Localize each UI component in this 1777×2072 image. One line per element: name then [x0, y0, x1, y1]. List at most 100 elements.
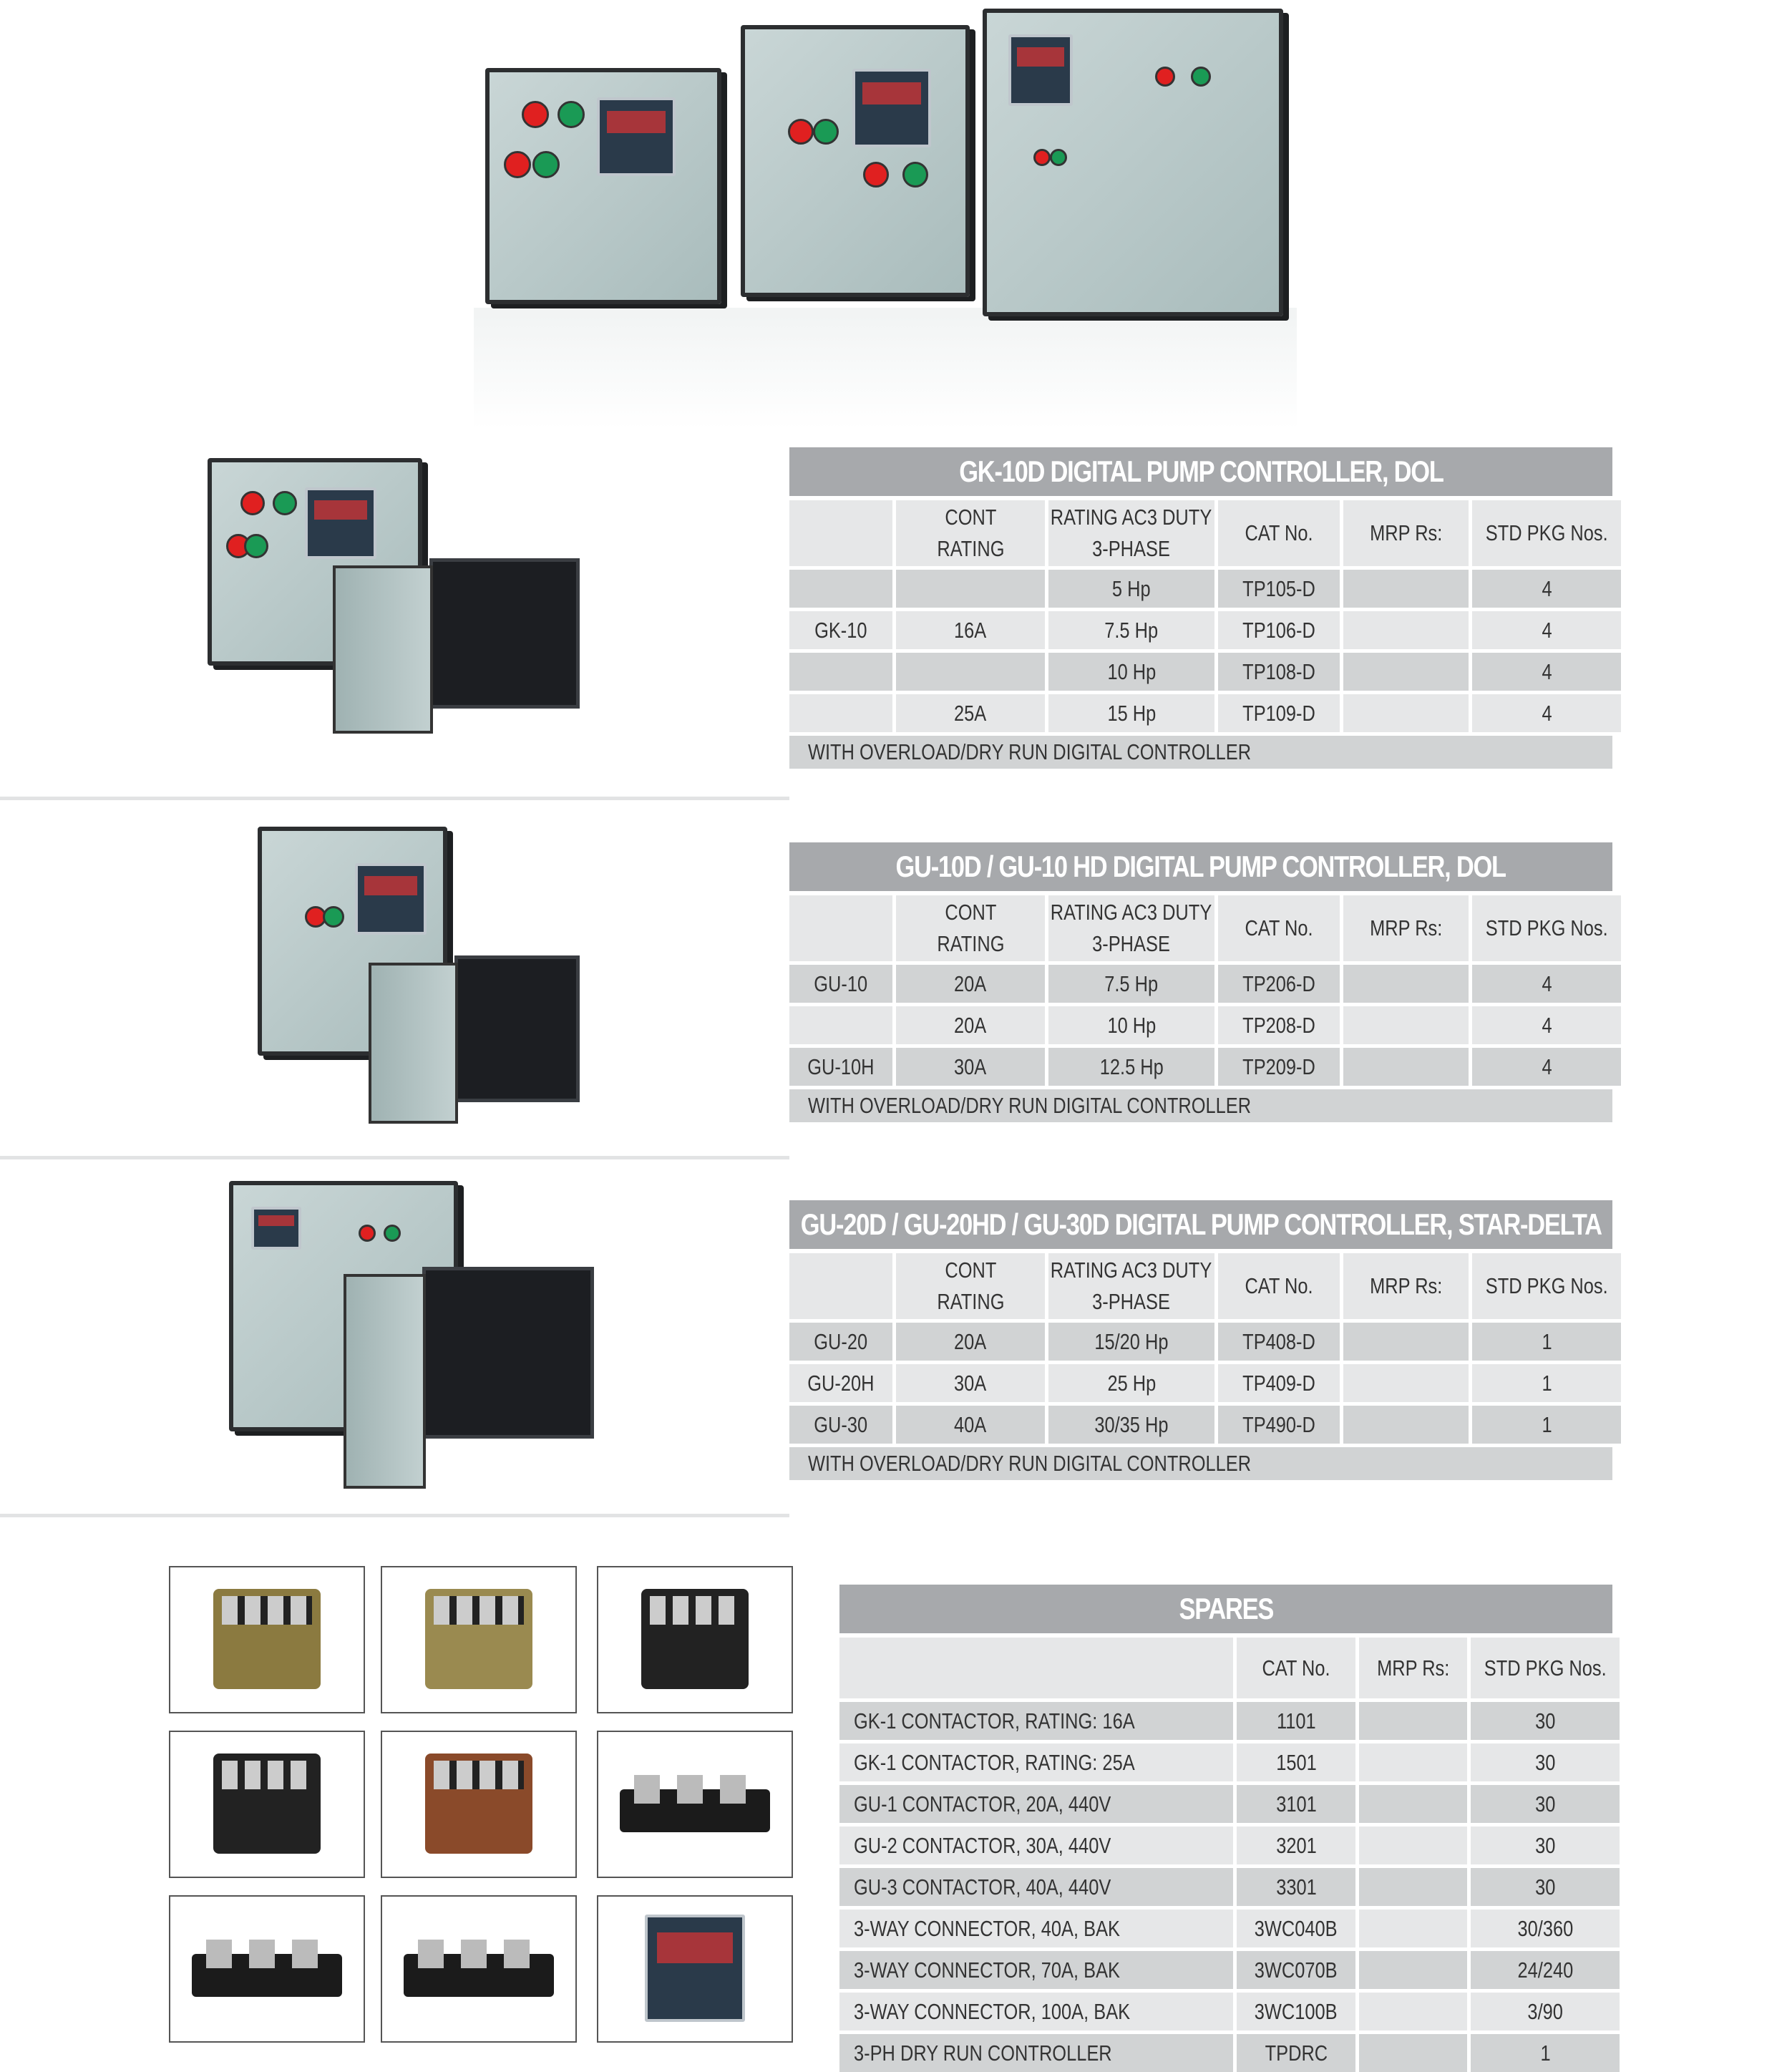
table-cell	[1343, 1364, 1469, 1402]
column-header-text: CAT No.	[1262, 1655, 1330, 1681]
column-header: CONT RATING	[896, 1253, 1045, 1319]
table-cell-text: TP206-D	[1242, 971, 1315, 996]
table-cell-text: 3WC040B	[1255, 1915, 1338, 1941]
column-header: STD PKG Nos.	[1472, 500, 1622, 566]
column-header-text: CAT No.	[1245, 915, 1313, 940]
table-cell: TP206-D	[1218, 965, 1340, 1003]
table-cell	[789, 653, 892, 691]
column-header-text: STD PKG Nos.	[1485, 1273, 1608, 1298]
table-cell: 30A	[896, 1364, 1045, 1402]
column-header-text: MRP Rs:	[1369, 1273, 1443, 1298]
table-cell	[1343, 611, 1469, 649]
table-cell: 10 Hp	[1048, 653, 1214, 691]
table-cell: TP109-D	[1218, 694, 1340, 732]
table-cell: 3WC040B	[1237, 1910, 1355, 1947]
table-cell-text: 25A	[954, 700, 987, 726]
table-cell-text: 3101	[1275, 1791, 1317, 1816]
table-cell	[789, 570, 892, 608]
table-cell-text: 30/35 Hp	[1094, 1411, 1169, 1437]
table-cell: 5 Hp	[1048, 570, 1214, 608]
table-grid: CAT No.MRP Rs:STD PKG Nos.GK-1 CONTACTOR…	[839, 1638, 1620, 2072]
table-cell-text: TP409-D	[1242, 1370, 1315, 1396]
table-cell-text: 12.5 Hp	[1099, 1054, 1164, 1079]
table-cell: 30	[1471, 1743, 1620, 1781]
table-cell: TP106-D	[1218, 611, 1340, 649]
column-header-text: RATING AC3 DUTY 3-PHASE	[1051, 505, 1212, 561]
table-cell: 1	[1472, 1406, 1622, 1444]
column-header-text: RATING AC3 DUTY 3-PHASE	[1051, 1258, 1212, 1314]
table-cell: 20A	[896, 965, 1045, 1003]
table-cell-text: TP108-D	[1242, 658, 1315, 684]
table-cell-text: 40A	[954, 1411, 987, 1437]
table-cell: 30	[1471, 1868, 1620, 1906]
column-header	[789, 500, 892, 566]
column-header	[789, 895, 892, 961]
column-header: RATING AC3 DUTY 3-PHASE	[1048, 895, 1214, 961]
table-cell: 12.5 Hp	[1048, 1048, 1214, 1086]
table-cell	[1343, 694, 1469, 732]
column-header: MRP Rs:	[1359, 1638, 1467, 1698]
table-cell: TP490-D	[1218, 1406, 1340, 1444]
table-cell-text: 3201	[1275, 1832, 1317, 1858]
table-cell	[1359, 1743, 1467, 1781]
table-cell: TP209-D	[1218, 1048, 1340, 1086]
table-cell: TP108-D	[1218, 653, 1340, 691]
table-cell: GU-3 CONTACTOR, 40A, 440V	[839, 1868, 1233, 1906]
column-header: MRP Rs:	[1343, 500, 1469, 566]
section-divider	[0, 1156, 789, 1159]
table-cell	[1343, 570, 1469, 608]
table-cell-text: 3-PH DRY RUN CONTROLLER	[854, 2040, 1112, 2066]
table-cell: 7.5 Hp	[1048, 611, 1214, 649]
table-cell: 1	[1471, 2034, 1620, 2072]
table-cell: GU-20	[789, 1323, 892, 1361]
table-cell-text: 5 Hp	[1112, 575, 1151, 601]
table-cell: 30	[1471, 1827, 1620, 1864]
table-cell	[1343, 965, 1469, 1003]
thumb-gk1-contactor-25a	[381, 1566, 577, 1713]
column-header-text: STD PKG Nos.	[1485, 915, 1608, 940]
table-cell: 3101	[1237, 1785, 1355, 1823]
table-cell: 3WC100B	[1237, 1993, 1355, 2030]
table-cell: 3-WAY CONNECTOR, 100A, BAK	[839, 1993, 1233, 2030]
table-cell	[1343, 1048, 1469, 1086]
table-cell	[1343, 1323, 1469, 1361]
table-cell-text: TP490-D	[1242, 1411, 1315, 1437]
table-title-text: SPARES	[1179, 1592, 1274, 1625]
column-header: STD PKG Nos.	[1472, 895, 1622, 961]
table-cell	[1343, 1406, 1469, 1444]
table-cell: 3-WAY CONNECTOR, 70A, BAK	[839, 1951, 1233, 1989]
table-cell-text: TP105-D	[1242, 575, 1315, 601]
table-cell: 1501	[1237, 1743, 1355, 1781]
table-cell: TP409-D	[1218, 1364, 1340, 1402]
table-cell-text: 15/20 Hp	[1094, 1328, 1169, 1354]
table-cell	[1359, 1785, 1467, 1823]
table-cell-text: TP408-D	[1242, 1328, 1315, 1354]
table-cell: 4	[1472, 570, 1622, 608]
table-cell: GU-30	[789, 1406, 892, 1444]
product-reflection	[474, 308, 1297, 429]
column-header-text: RATING AC3 DUTY 3-PHASE	[1051, 900, 1212, 956]
table-footer-note: WITH OVERLOAD/DRY RUN DIGITAL CONTROLLER	[789, 1089, 1612, 1122]
table-title: GK-10D DIGITAL PUMP CONTROLLER, DOL	[789, 447, 1612, 496]
table-cell: 1	[1472, 1364, 1622, 1402]
column-header	[789, 1253, 892, 1319]
thumb-3way-connector-40a	[597, 1731, 793, 1878]
column-header: CONT RATING	[896, 895, 1045, 961]
gu10d-table: GU-10D / GU-10 HD DIGITAL PUMP CONTROLLE…	[789, 842, 1622, 1122]
table-cell: 10 Hp	[1048, 1006, 1214, 1044]
table-cell-text: TP208-D	[1242, 1012, 1315, 1038]
table-title: SPARES	[839, 1585, 1612, 1633]
table-cell	[1359, 1993, 1467, 2030]
column-header	[839, 1638, 1233, 1698]
table-cell	[1359, 1827, 1467, 1864]
table-cell: 1	[1472, 1323, 1622, 1361]
column-header: RATING AC3 DUTY 3-PHASE	[1048, 500, 1214, 566]
table-cell-text: 4	[1542, 700, 1552, 726]
column-header-text: STD PKG Nos.	[1485, 520, 1608, 545]
table-title-text: GU-20D / GU-20HD / GU-30D DIGITAL PUMP C…	[800, 1207, 1602, 1241]
controller-panel-gk10	[485, 68, 721, 304]
table-cell-text: 3-WAY CONNECTOR, 100A, BAK	[854, 1998, 1131, 2024]
table-cell-text: GU-1 CONTACTOR, 20A, 440V	[854, 1791, 1111, 1816]
table-cell-text: 4	[1542, 1054, 1552, 1079]
